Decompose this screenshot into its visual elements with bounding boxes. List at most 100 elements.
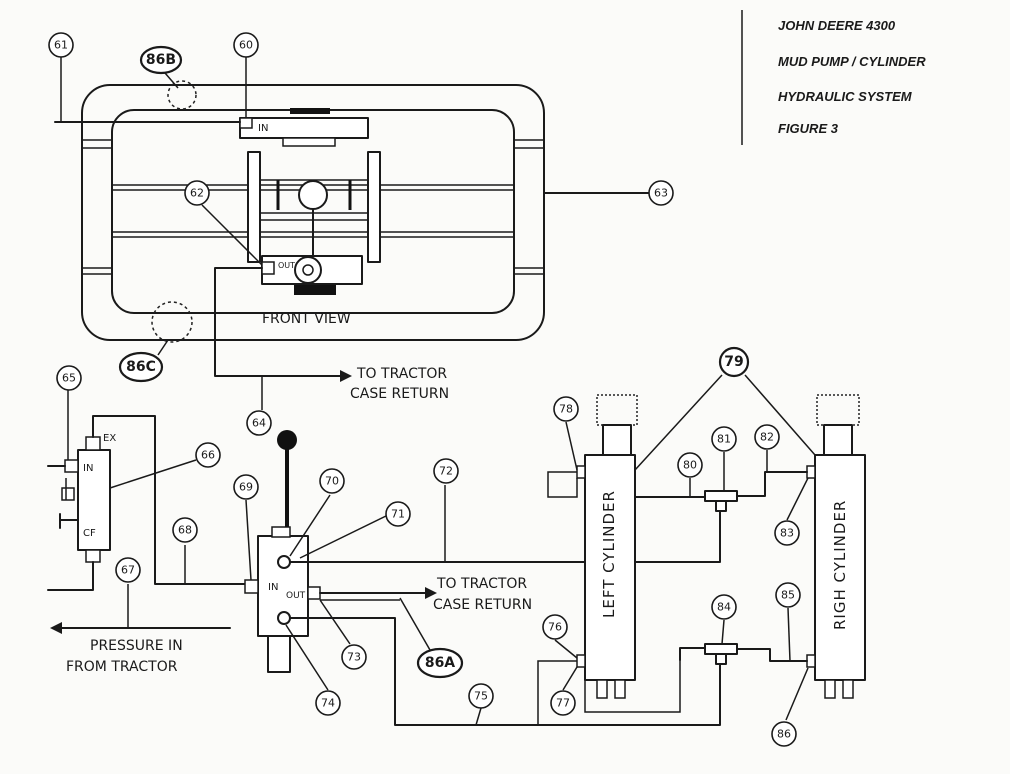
tee-81 — [704, 490, 738, 502]
inlet-port — [239, 117, 253, 129]
line-75 — [289, 617, 721, 726]
callouts: 61 60 86B 62 63 86C 64 65 66 67 68 69 70… — [48, 32, 801, 747]
pressure-line1: PRESSURE IN — [90, 638, 183, 654]
callout-77: 77 — [550, 690, 576, 716]
pump-out-label: OUT — [278, 261, 295, 270]
callout-79: 79 — [718, 346, 750, 378]
callout-86c: 86C — [118, 351, 164, 383]
callout-78: 78 — [553, 396, 579, 422]
callout-84: 84 — [711, 594, 737, 620]
svg-text:75: 75 — [474, 690, 488, 703]
cf-label: CF — [83, 528, 96, 539]
callout-71: 71 — [385, 501, 411, 527]
pump-outer-frame — [81, 84, 545, 341]
front-view-label: FRONT VIEW — [262, 311, 351, 327]
svg-text:68: 68 — [178, 524, 192, 537]
svg-text:81: 81 — [717, 433, 731, 446]
line-64 — [214, 267, 341, 377]
svg-text:65: 65 — [62, 372, 76, 385]
line-72 — [289, 507, 721, 563]
svg-text:61: 61 — [54, 39, 68, 52]
piping: EX IN CF IN OUT — [47, 121, 866, 726]
callout-83: 83 — [774, 520, 800, 546]
title-line-1: JOHN DEERE 4300 — [778, 18, 896, 33]
svg-text:69: 69 — [239, 481, 253, 494]
callout-66: 66 — [195, 442, 221, 468]
title-line-4: FIGURE 3 — [778, 121, 839, 136]
svg-text:64: 64 — [252, 417, 266, 430]
callout-62: 62 — [184, 180, 210, 206]
title-line-2: MUD PUMP / CYLINDER — [778, 54, 926, 69]
title-block: JOHN DEERE 4300 MUD PUMP / CYLINDER HYDR… — [741, 10, 926, 145]
flow-labels: TO TRACTOR CASE RETURN TO TRACTOR CASE R… — [66, 366, 532, 675]
pump-in-label: IN — [258, 123, 268, 134]
svg-text:60: 60 — [239, 39, 253, 52]
svg-text:66: 66 — [201, 449, 215, 462]
valve-in-label: IN — [268, 582, 278, 593]
return-top-line2: CASE RETURN — [350, 386, 449, 402]
callout-67: 67 — [115, 557, 141, 583]
port-86b-dashed — [167, 80, 197, 110]
svg-text:76: 76 — [548, 621, 562, 634]
return-mid-line2: CASE RETURN — [433, 597, 532, 613]
left-cylinder-label: LEFT CYLINDER — [600, 490, 618, 618]
return-top-line1: TO TRACTOR — [356, 366, 447, 382]
callout-65: 65 — [56, 365, 82, 391]
callout-72: 72 — [433, 458, 459, 484]
valve-out-label: OUT — [286, 591, 306, 601]
callout-86: 86 — [771, 721, 797, 747]
callout-69: 69 — [233, 474, 259, 500]
outlet-port — [261, 261, 275, 275]
callout-86b: 86B — [139, 45, 183, 75]
svg-text:86C: 86C — [126, 359, 156, 375]
callout-73: 73 — [341, 644, 367, 670]
callout-61: 61 — [48, 32, 74, 58]
svg-text:77: 77 — [556, 697, 570, 710]
ex-label: EX — [103, 433, 116, 444]
callout-68: 68 — [172, 517, 198, 543]
svg-text:67: 67 — [121, 564, 135, 577]
leader-lines — [60, 57, 816, 726]
svg-text:73: 73 — [347, 651, 361, 664]
svg-text:71: 71 — [391, 508, 405, 521]
callout-76: 76 — [542, 614, 568, 640]
callout-81: 81 — [711, 426, 737, 452]
svg-text:74: 74 — [321, 697, 335, 710]
svg-text:72: 72 — [439, 465, 453, 478]
return-mid-line1: TO TRACTOR — [436, 576, 527, 592]
svg-text:63: 63 — [654, 187, 668, 200]
port-86c-dashed — [151, 301, 193, 343]
svg-text:84: 84 — [717, 601, 731, 614]
callout-86a: 86A — [416, 647, 464, 679]
svg-text:80: 80 — [683, 459, 697, 472]
callout-82: 82 — [754, 424, 780, 450]
svg-text:62: 62 — [190, 187, 204, 200]
svg-text:86B: 86B — [146, 52, 176, 68]
svg-text:83: 83 — [780, 527, 794, 540]
svg-text:86: 86 — [777, 728, 791, 741]
svg-text:70: 70 — [325, 475, 339, 488]
callout-64: 64 — [246, 410, 272, 436]
callout-74: 74 — [315, 690, 341, 716]
svg-text:86A: 86A — [425, 655, 455, 671]
sel-in-label: IN — [83, 463, 93, 474]
pressure-line2: FROM TRACTOR — [66, 659, 178, 675]
callout-70: 70 — [319, 468, 345, 494]
svg-text:82: 82 — [760, 431, 774, 444]
svg-text:78: 78 — [559, 403, 573, 416]
svg-text:85: 85 — [781, 589, 795, 602]
tee-84 — [704, 643, 738, 655]
right-cylinder — [814, 454, 866, 681]
callout-60: 60 — [233, 32, 259, 58]
left-cylinder — [584, 454, 636, 681]
lever-knob — [277, 430, 297, 450]
callout-75: 75 — [468, 683, 494, 709]
title-line-3: HYDRAULIC SYSTEM — [778, 89, 913, 104]
callout-63: 63 — [648, 180, 674, 206]
callout-80: 80 — [677, 452, 703, 478]
svg-text:79: 79 — [724, 354, 743, 370]
callout-85: 85 — [775, 582, 801, 608]
mud-pump-front-view: IN OUT FRONT VIEW — [81, 80, 545, 343]
